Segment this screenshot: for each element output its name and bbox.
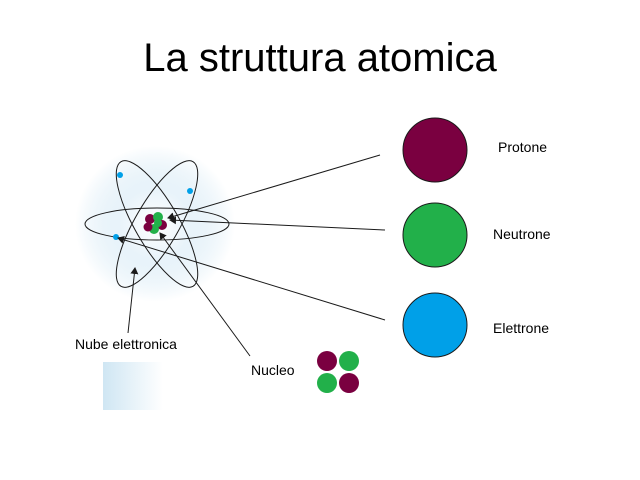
slide-title: La struttura atomica <box>143 36 497 80</box>
orbit-tilted-right <box>115 160 199 288</box>
electron-dot <box>117 172 123 178</box>
neutron-icon <box>402 202 468 268</box>
proton-pointer <box>167 154 381 221</box>
nucleus-pointer <box>159 232 251 357</box>
electron-pointer <box>117 235 386 321</box>
neutron-label: Neutrone <box>493 226 551 242</box>
cloud-swatch-icon <box>103 362 163 410</box>
orbit-horizontal <box>84 207 230 241</box>
nucleus-label: Nucleo <box>251 362 295 378</box>
atom-nucleus <box>143 212 167 234</box>
electron-cloud-label: Nube elettronica <box>75 336 177 352</box>
pointer-lines <box>117 154 386 357</box>
electron-dot <box>113 234 119 240</box>
cloud-pointer <box>127 267 139 334</box>
proton-icon <box>402 117 468 183</box>
proton-label: Protone <box>498 139 548 155</box>
electron-icon <box>402 292 468 358</box>
orbits <box>84 160 230 288</box>
orbit-tilted-left <box>115 160 199 288</box>
electron-label: Elettrone <box>493 320 550 336</box>
electron-dot <box>187 188 193 194</box>
nucleus-icon <box>317 351 359 393</box>
neutron-pointer <box>169 216 386 231</box>
